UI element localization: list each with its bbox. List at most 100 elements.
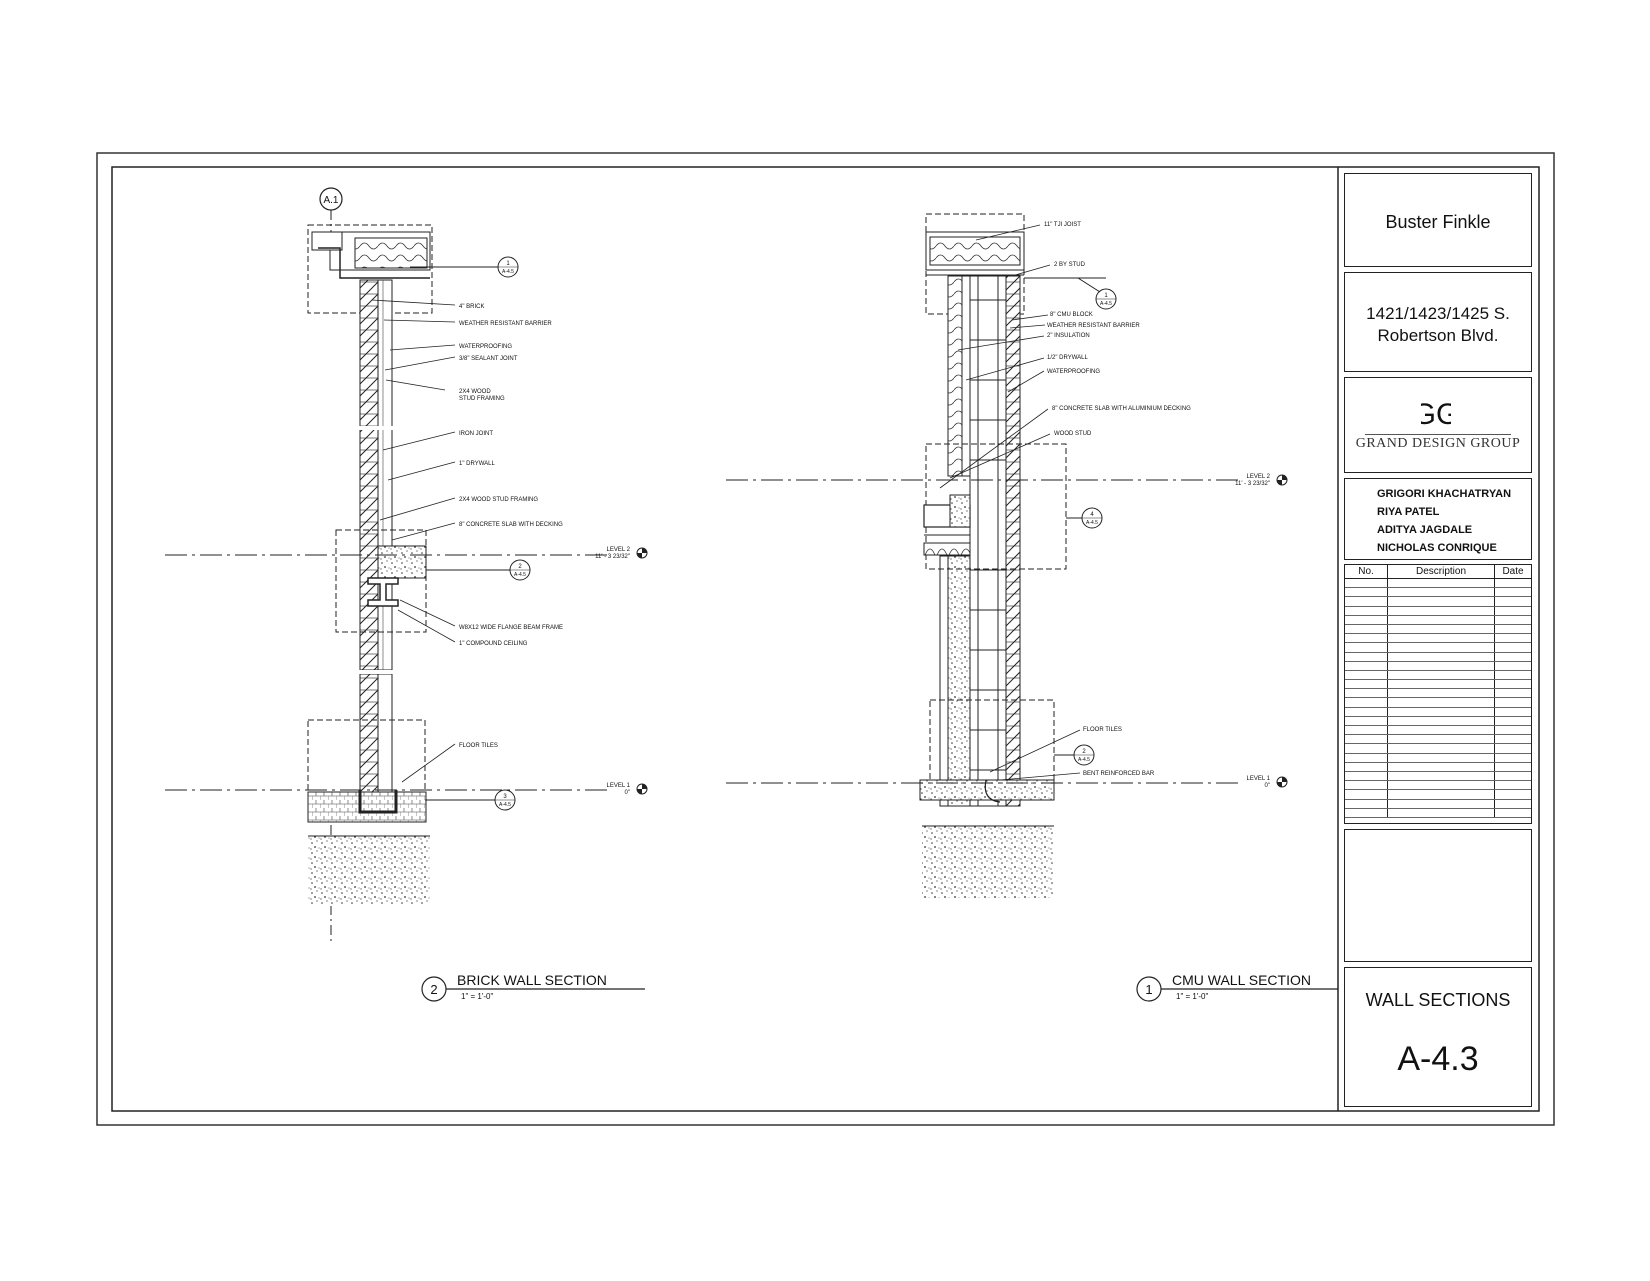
revision-cell — [1387, 762, 1495, 772]
revision-cell — [1387, 596, 1495, 607]
view-scale: 1" = 1'-0" — [461, 992, 493, 1001]
detail-callout[interactable]: 2 A-4.5 — [426, 559, 531, 581]
revision-row — [1345, 762, 1531, 772]
revision-cell — [1387, 808, 1495, 818]
slab-detail-boundary — [925, 443, 1067, 570]
note-text: 2 BY STUD — [1054, 262, 1086, 268]
revision-cell — [1387, 615, 1495, 625]
detail-callout[interactable]: 1 A-4.5 — [410, 256, 519, 278]
earth-fill — [308, 836, 430, 906]
revision-cell — [1494, 808, 1531, 818]
revision-row — [1345, 789, 1531, 800]
revision-table: No. Description Date — [1345, 565, 1531, 818]
brick-wall-section: A.1 LEVEL 2 11' - 3 23/32" — [165, 187, 648, 1002]
revision-cell — [1345, 670, 1388, 681]
revision-row — [1345, 652, 1531, 662]
revision-cell — [1494, 633, 1531, 644]
client-cell: Buster Finkle — [1344, 173, 1532, 267]
revision-cell — [1494, 734, 1531, 745]
revision-row — [1345, 596, 1531, 607]
revision-cell — [1494, 697, 1531, 708]
detail-callout[interactable]: 1 A-4.5 — [1024, 277, 1117, 310]
team-member: ADITYA JAGDALE — [1377, 524, 1473, 536]
svg-text:3: 3 — [503, 794, 507, 800]
revision-cell — [1345, 652, 1388, 662]
note-text: 2X4 WOOD — [459, 389, 491, 395]
note-text: 1/2" DRYWALL — [1047, 355, 1088, 361]
sheet-info-cell: WALL SECTIONS A-4.3 — [1344, 967, 1532, 1107]
note-text: W8X12 WIDE FLANGE BEAM FRAME — [459, 625, 563, 631]
revision-cell — [1494, 707, 1531, 717]
foundation-detail-boundary — [929, 699, 1055, 801]
note-text: FLOOR TILES — [459, 743, 498, 749]
revision-cell — [1345, 596, 1388, 607]
revision-cell — [1345, 799, 1388, 809]
revision-cell — [1494, 789, 1531, 800]
brick-notes: 4" BRICK WEATHER RESISTANT BARRIER WATER… — [459, 304, 563, 749]
revision-cell — [1387, 587, 1495, 598]
revision-row — [1345, 808, 1531, 818]
revision-cell — [1345, 707, 1388, 717]
revision-cell — [1494, 587, 1531, 598]
revision-cell — [1345, 633, 1388, 644]
note-text: 11" TJI JOIST — [1044, 222, 1081, 228]
revision-row — [1345, 624, 1531, 635]
revision-cell — [1494, 753, 1531, 763]
revision-cell — [1345, 734, 1388, 745]
revision-cell — [1494, 716, 1531, 727]
revision-cell — [1345, 789, 1388, 800]
firm-logo-cell: GG GRAND DESIGN GROUP — [1344, 377, 1532, 473]
firm-name: GRAND DESIGN GROUP — [1355, 436, 1521, 451]
revision-cell — [1494, 652, 1531, 662]
level-2-name: LEVEL 2 — [607, 547, 631, 553]
revision-cell — [1387, 716, 1495, 727]
svg-text:2: 2 — [518, 564, 522, 570]
team-member: NICHOLAS CONRIQUE — [1377, 542, 1497, 554]
team-member: RIYA PATEL — [1377, 506, 1440, 518]
cmu-notes: 11" TJI JOIST 2 BY STUD 8" CMU BLOCK WEA… — [1044, 222, 1191, 777]
sheet-number: A-4.3 — [1397, 1040, 1479, 1078]
level-2-elev: 11' - 3 23/32" — [1235, 481, 1270, 487]
revision-cell — [1387, 780, 1495, 791]
revision-cell — [1494, 596, 1531, 607]
detail-callout[interactable]: 4 A-4.5 — [1066, 507, 1103, 529]
view-title: CMU WALL SECTION — [1172, 972, 1311, 988]
level-1-elev: 0" — [625, 790, 630, 796]
revision-cell — [1494, 762, 1531, 772]
note-text: 2" INSULATION — [1047, 333, 1090, 339]
revision-row — [1345, 753, 1531, 763]
revision-row — [1345, 716, 1531, 727]
revision-row — [1345, 688, 1531, 699]
revision-cell — [1387, 578, 1495, 589]
stamp-cell — [1344, 829, 1532, 962]
revision-cell — [1387, 789, 1495, 800]
revision-cell — [1387, 642, 1495, 653]
revision-cell — [1494, 606, 1531, 616]
level-1-elev: 0" — [1265, 783, 1270, 789]
detail-callout[interactable]: 2 A-4.5 — [1054, 744, 1095, 766]
note-text: STUD FRAMING — [459, 396, 505, 402]
revision-cell — [1345, 606, 1388, 616]
flange-beam — [367, 577, 399, 607]
note-text: WATERPROOFING — [459, 344, 512, 350]
revision-cell — [1387, 606, 1495, 616]
note-text: 8" CONCRETE SLAB WITH ALUMINIUM DECKING — [1052, 406, 1191, 412]
inner-border — [111, 166, 1540, 1112]
note-text: 8" CONCRETE SLAB WITH DECKING — [459, 522, 563, 528]
revision-cell — [1494, 624, 1531, 635]
revision-row — [1345, 670, 1531, 681]
svg-text:A-4.5: A-4.5 — [514, 572, 526, 578]
revision-row — [1345, 587, 1531, 598]
detail-callout[interactable]: 3 A-4.5 — [425, 789, 516, 811]
revision-cell — [1345, 578, 1388, 589]
revision-row — [1345, 707, 1531, 717]
revision-cell — [1494, 642, 1531, 653]
cmu-wall-section: LEVEL 2 11' - 3 23/32" LEVEL 1 0" 1 A-4.… — [726, 213, 1338, 1002]
revision-cell — [1387, 771, 1495, 782]
revision-cell — [1494, 743, 1531, 754]
revision-row — [1345, 606, 1531, 616]
address-cell: 1421/1423/1425 S. Robertson Blvd. — [1344, 272, 1532, 372]
revision-cell — [1494, 780, 1531, 791]
team-member: GRIGORI KHACHATRYAN — [1377, 488, 1512, 500]
